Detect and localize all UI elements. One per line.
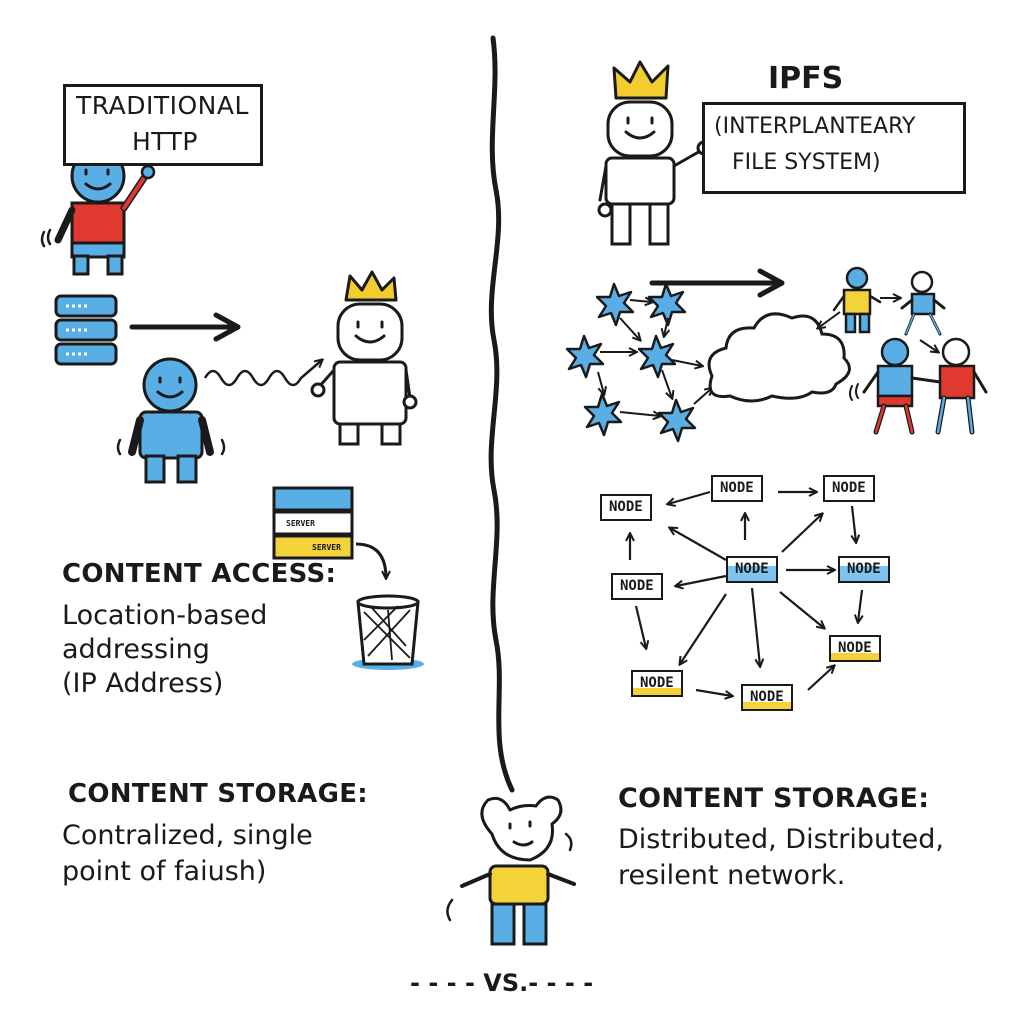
node-box: NODE [829, 635, 881, 662]
trash-can-icon [352, 594, 424, 670]
star-icon [583, 392, 623, 437]
star-icon [595, 282, 635, 327]
left-storage-line1: Contralized, single [62, 820, 313, 851]
wave-signal [203, 360, 322, 387]
content-access-line1: Location-based [62, 600, 268, 631]
server-stack-icon [272, 486, 354, 560]
node-box: NODE [600, 494, 652, 521]
node-box: NODE [611, 573, 663, 600]
dog-figure [446, 795, 576, 946]
content-access-heading: CONTENT ACCESS: [62, 559, 337, 589]
ipfs-title: IPFS [768, 61, 844, 96]
ipfs-title-line2: FILE SYSTEM) [732, 150, 881, 175]
star-icon [637, 334, 677, 379]
node-box-highlighted: NODE [726, 556, 778, 583]
ipfs-title-box [702, 102, 966, 194]
left-storage-line2: point of faiush) [62, 856, 267, 887]
to-trash-arrow [355, 542, 386, 578]
star-icon [657, 398, 697, 443]
right-storage-heading: CONTENT STORAGE: [618, 783, 930, 814]
node-box: NODE [711, 475, 763, 502]
http-title-line2: HTTP [132, 127, 198, 156]
people-network [818, 266, 988, 435]
client-figure [116, 357, 226, 484]
http-title-line1: TRADITIONAL [76, 91, 249, 120]
star-network [565, 282, 712, 443]
node-box: NODE [741, 684, 793, 711]
vs-label: - - - - VS.- - - - [410, 969, 594, 997]
node-box: NODE [631, 670, 683, 697]
content-access-line2: addressing [62, 634, 210, 665]
content-access-line3: (IP Address) [62, 668, 224, 699]
server-label-2: SERVER [312, 543, 341, 552]
right-storage-line2: resilent network. [618, 860, 846, 891]
database-icon [54, 294, 118, 366]
node-box-highlighted: NODE [838, 556, 890, 583]
right-storage-line1: Distributed, Distributed, [618, 824, 945, 855]
center-divider [488, 35, 515, 793]
http-title-box [63, 84, 263, 166]
http-king-figure [40, 122, 156, 276]
left-storage-heading: CONTENT STORAGE: [68, 779, 368, 809]
star-icon [565, 334, 605, 379]
crown-icon [344, 270, 398, 302]
cloud-icon [707, 312, 851, 403]
ipfs-title-line1: (INTERPLANTEARY [714, 114, 916, 139]
ipfs-king-figure [597, 60, 712, 246]
server-king-figure [310, 270, 418, 446]
crown-icon [612, 60, 670, 100]
node-box: NODE [823, 475, 875, 502]
node-graph-edges [630, 492, 862, 696]
server-label-1: SERVER [286, 519, 315, 528]
